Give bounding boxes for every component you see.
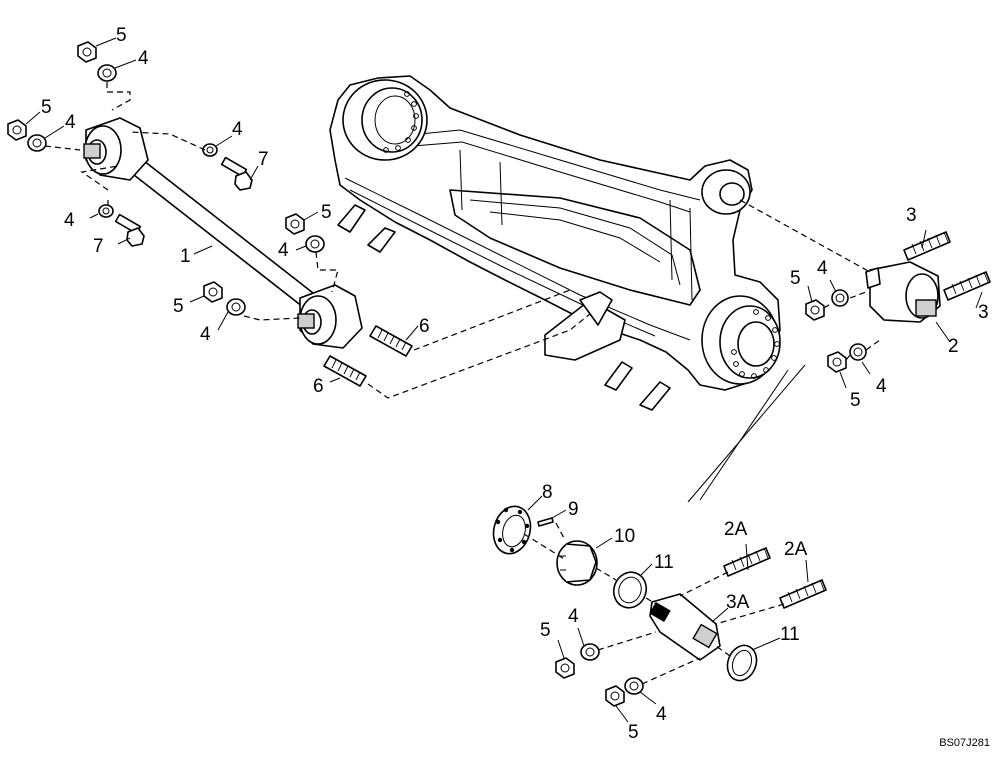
callout-4: 4 (876, 376, 887, 397)
callout-7: 7 (258, 149, 269, 170)
callout-5: 5 (321, 202, 332, 223)
callout-4: 4 (200, 324, 211, 345)
assembly-lines (44, 82, 881, 685)
washer-4-detail-lower (624, 677, 644, 695)
callout-5: 5 (540, 620, 551, 641)
nut-5-center (285, 213, 305, 235)
callout-6: 6 (419, 316, 430, 337)
pivot-pin-2 (865, 261, 941, 323)
left-boss-bolt-holes (383, 91, 419, 153)
callout-9: 9 (568, 499, 579, 520)
callout-5: 5 (790, 268, 801, 289)
callout-5: 5 (850, 390, 861, 411)
stud-6-lower (323, 355, 367, 387)
bolt-3-upper (903, 231, 951, 261)
callout-3: 3 (978, 302, 989, 323)
bolt-3-lower (943, 271, 991, 301)
callout-2: 2 (948, 336, 959, 357)
callout-11: 11 (654, 552, 674, 573)
nut-5-detail-upper (555, 657, 575, 679)
snap-ring-11-lower (726, 644, 758, 682)
nut-5-detail-lower (605, 685, 625, 707)
bolt-7-lower (114, 213, 145, 247)
callout-5: 5 (41, 97, 52, 118)
tie-rod-assembly (83, 117, 363, 349)
washer-4-detail-upper (580, 643, 600, 661)
callout-2A: 2A (724, 519, 748, 540)
axle-frame (329, 75, 781, 411)
washer-4-mid (202, 143, 218, 157)
callout-10: 10 (614, 526, 635, 547)
washer-4-lower (98, 204, 114, 218)
leader-lines (25, 37, 983, 723)
callout-4: 4 (138, 48, 149, 69)
retainer-plate-8 (492, 505, 532, 555)
nut-5-rod (203, 281, 223, 303)
callout-4: 4 (232, 119, 243, 140)
spherical-bearing-10 (556, 540, 598, 586)
callout-4: 4 (568, 606, 579, 627)
callout-4: 4 (278, 240, 289, 261)
nut-5-right-upper (805, 299, 825, 321)
washer-4-right-upper (831, 289, 849, 307)
stud-2A-right (779, 579, 827, 609)
washer-4-left (27, 134, 47, 152)
callout-4: 4 (656, 704, 667, 725)
callout-labels: 5 4 5 4 4 7 4 7 1 5 4 5 4 6 6 3 3 5 4 2 … (41, 25, 989, 743)
callout-3A: 3A (726, 592, 750, 613)
callout-2A: 2A (784, 539, 808, 560)
callout-11: 11 (780, 624, 800, 645)
bolt-7-upper (220, 156, 253, 191)
callout-5: 5 (116, 25, 127, 46)
callout-6: 6 (313, 376, 324, 397)
callout-8: 8 (542, 482, 553, 503)
callout-5: 5 (628, 722, 639, 743)
callout-7: 7 (93, 236, 104, 257)
washer-4-center (305, 235, 325, 253)
callout-5: 5 (173, 296, 184, 317)
nut-5-top (77, 41, 97, 63)
callout-3: 3 (906, 205, 917, 226)
callout-4: 4 (65, 112, 76, 133)
right-boss-bolt-holes (731, 309, 780, 379)
pin-9 (537, 517, 554, 527)
callout-4: 4 (817, 258, 828, 279)
stud-6-upper (369, 325, 413, 357)
nut-5-right-lower (827, 351, 847, 373)
pivot-pin-3A (649, 593, 721, 661)
washer-4-right-lower (849, 343, 867, 361)
washer-4-top (97, 64, 117, 82)
callout-1: 1 (180, 246, 191, 267)
snap-ring-11-upper (612, 571, 648, 609)
callout-4: 4 (64, 210, 75, 231)
drawing-reference-code: BS07J281 (939, 737, 990, 749)
washer-4-rod (226, 298, 246, 316)
nut-5-left (7, 119, 27, 141)
